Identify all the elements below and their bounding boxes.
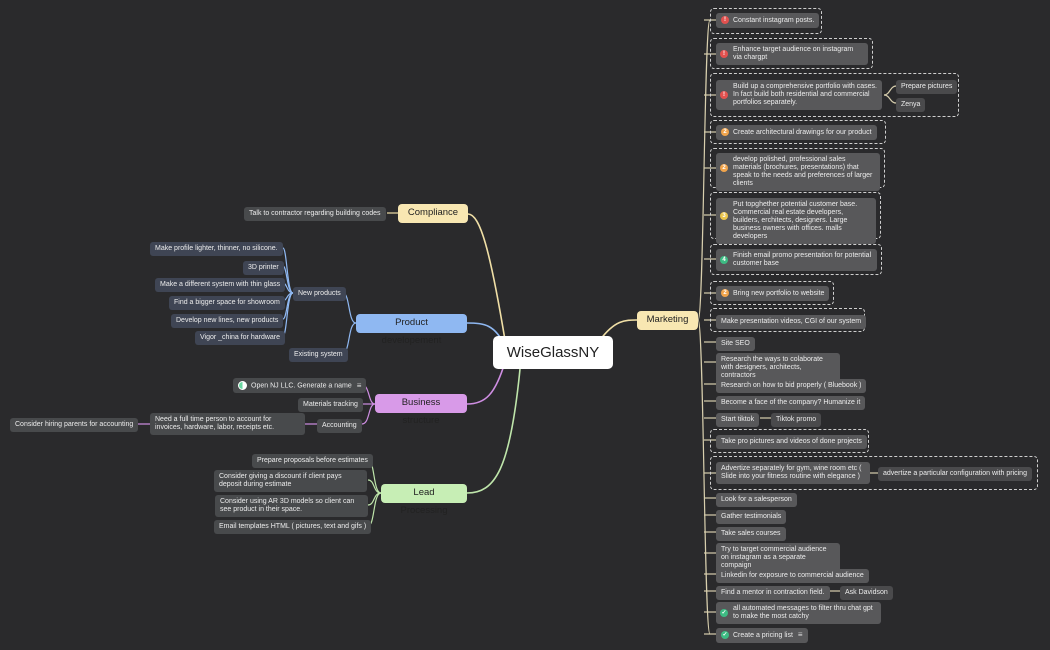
group-box	[710, 73, 959, 117]
marketing-item[interactable]: !Enhance target audience on instagram vi…	[716, 43, 868, 65]
branch-product-development[interactable]: Product developement	[356, 314, 467, 346]
full-time-accountant-node[interactable]: Need a full time person to account for i…	[150, 413, 305, 435]
group-box	[710, 429, 869, 453]
open-llc-label: Open NJ LLC. Generate a name	[251, 382, 352, 390]
notes-icon[interactable]: ≡	[356, 380, 362, 390]
marketing-subitem[interactable]: advertize a particular configuration wit…	[878, 467, 1032, 481]
hiring-parents-node[interactable]: Consider hiring parents for accounting	[10, 418, 139, 432]
marketing-item[interactable]: ✓all automated messages to filter thru c…	[716, 602, 881, 624]
priority-4-icon: 4	[720, 256, 728, 264]
connector	[466, 368, 521, 494]
marketing-item[interactable]: Research on how to bid properly ( Bluebo…	[716, 379, 867, 393]
progress-half-icon	[238, 381, 247, 390]
connector	[697, 319, 711, 635]
new-product-item[interactable]: Develop new lines, new products	[171, 314, 284, 328]
new-products-node[interactable]: New products	[293, 287, 346, 301]
marketing-subitem[interactable]: Prepare pictures	[896, 80, 958, 94]
marketing-item[interactable]: Start tiktok	[716, 413, 760, 427]
marketing-subitem[interactable]: Ask Davidson	[840, 586, 893, 600]
marketing-item[interactable]: Look for a salesperson	[716, 493, 797, 507]
priority-1-icon: !	[721, 16, 729, 24]
new-product-item[interactable]: Make profile lighter, thinner, no silico…	[150, 242, 283, 256]
materials-tracking-node[interactable]: Materials tracking	[298, 398, 363, 412]
new-product-item[interactable]: Vigor _china for hardware	[195, 331, 286, 345]
branch-compliance[interactable]: Compliance	[398, 204, 468, 223]
connector	[467, 213, 506, 341]
central-topic[interactable]: WiseGlassNY	[493, 336, 613, 369]
marketing-item[interactable]: Linkedin for exposure to commercial audi…	[716, 569, 869, 583]
priority-2-icon: 2	[721, 128, 729, 136]
marketing-item[interactable]: Become a face of the company? Humanize i…	[716, 396, 866, 410]
new-product-item[interactable]: Find a bigger space for showroom	[169, 296, 285, 310]
marketing-item[interactable]: Make presentation videos, CGI of our sys…	[716, 315, 867, 329]
branch-lead-processing[interactable]: Lead Processing	[381, 484, 467, 516]
connector	[361, 403, 376, 425]
connector	[367, 479, 382, 494]
connector	[697, 19, 711, 321]
group-box	[710, 281, 834, 305]
lead-item[interactable]: Consider giving a discount if client pay…	[214, 470, 367, 492]
lead-item[interactable]: Email templates HTML ( pictures, text an…	[214, 520, 372, 534]
marketing-item[interactable]: Gather testimonials	[716, 510, 787, 524]
marketing-item[interactable]: Find a mentor in contraction field.	[716, 586, 830, 600]
priority-1-icon: !	[720, 50, 728, 58]
marketing-item[interactable]: !Build up a comprehensive portfolio with…	[716, 80, 882, 110]
new-product-item[interactable]: Make a different system with thin glass	[155, 278, 286, 292]
marketing-item[interactable]: Site SEO	[716, 337, 755, 351]
group-box	[710, 456, 1038, 490]
marketing-subitem[interactable]: Zenya	[896, 98, 926, 112]
lead-item[interactable]: Prepare proposals before estimates	[252, 454, 373, 468]
priority-3-icon: 3	[720, 212, 728, 220]
marketing-item[interactable]: Try to target commercial audience on ins…	[716, 543, 840, 573]
group-box	[710, 38, 873, 69]
compliance-item[interactable]: Talk to contractor regarding building co…	[244, 207, 386, 221]
marketing-item[interactable]: ✓Create a pricing list≡	[716, 628, 808, 643]
accounting-node[interactable]: Accounting	[317, 419, 362, 433]
existing-system-node[interactable]: Existing system	[289, 348, 348, 362]
marketing-item[interactable]: Take pro pictures and videos of done pro…	[716, 435, 867, 449]
new-product-item[interactable]: 3D printer	[243, 261, 284, 275]
open-llc-node[interactable]: Open NJ LLC. Generate a name ≡	[233, 378, 367, 394]
connector	[367, 492, 382, 506]
marketing-item[interactable]: Take sales courses	[716, 527, 786, 541]
branch-business-structure[interactable]: Business structure	[375, 394, 467, 426]
marketing-item[interactable]: !Constant instagram posts.	[716, 13, 820, 28]
group-box	[710, 244, 882, 275]
marketing-item[interactable]: Advertize separately for gym, wine room …	[716, 462, 870, 484]
priority-2-icon: 2	[721, 289, 729, 297]
group-box	[710, 8, 822, 34]
marketing-item[interactable]: Research the ways to colaborate with des…	[716, 353, 840, 383]
check-icon: ✓	[720, 609, 728, 617]
group-box	[710, 120, 886, 144]
check-icon: ✓	[721, 631, 729, 639]
priority-1-icon: !	[720, 91, 728, 99]
marketing-subitem[interactable]: Tiktok promo	[771, 413, 822, 427]
priority-2-icon: 2	[720, 164, 728, 172]
notes-icon[interactable]: ≡	[797, 630, 803, 639]
branch-marketing[interactable]: Marketing	[637, 311, 698, 330]
lead-item[interactable]: Consider using AR 3D models so client ca…	[215, 495, 368, 517]
